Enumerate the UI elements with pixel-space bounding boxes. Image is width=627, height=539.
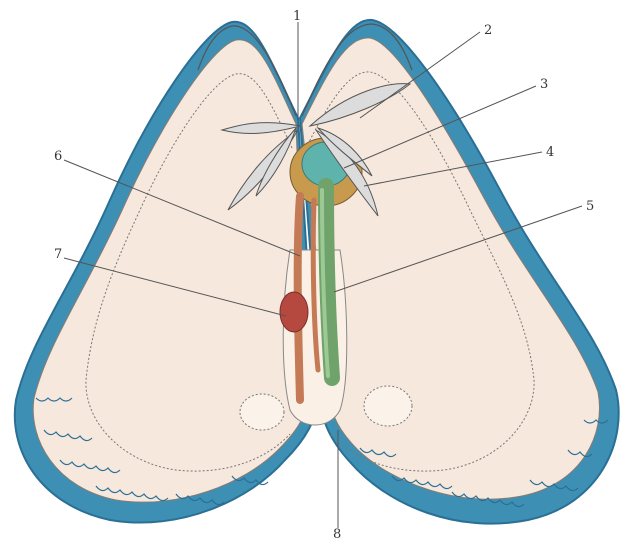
right-adductor-scar: [364, 386, 412, 426]
red-organ: [280, 292, 308, 332]
label-2: 2: [484, 23, 492, 38]
label-7: 7: [54, 247, 62, 262]
label-6: 6: [54, 149, 62, 164]
label-1: 1: [293, 9, 301, 24]
label-4: 4: [546, 145, 554, 160]
label-8: 8: [333, 527, 341, 539]
label-5: 5: [586, 199, 594, 214]
label-3: 3: [540, 77, 548, 92]
left-adductor-scar: [240, 394, 284, 430]
